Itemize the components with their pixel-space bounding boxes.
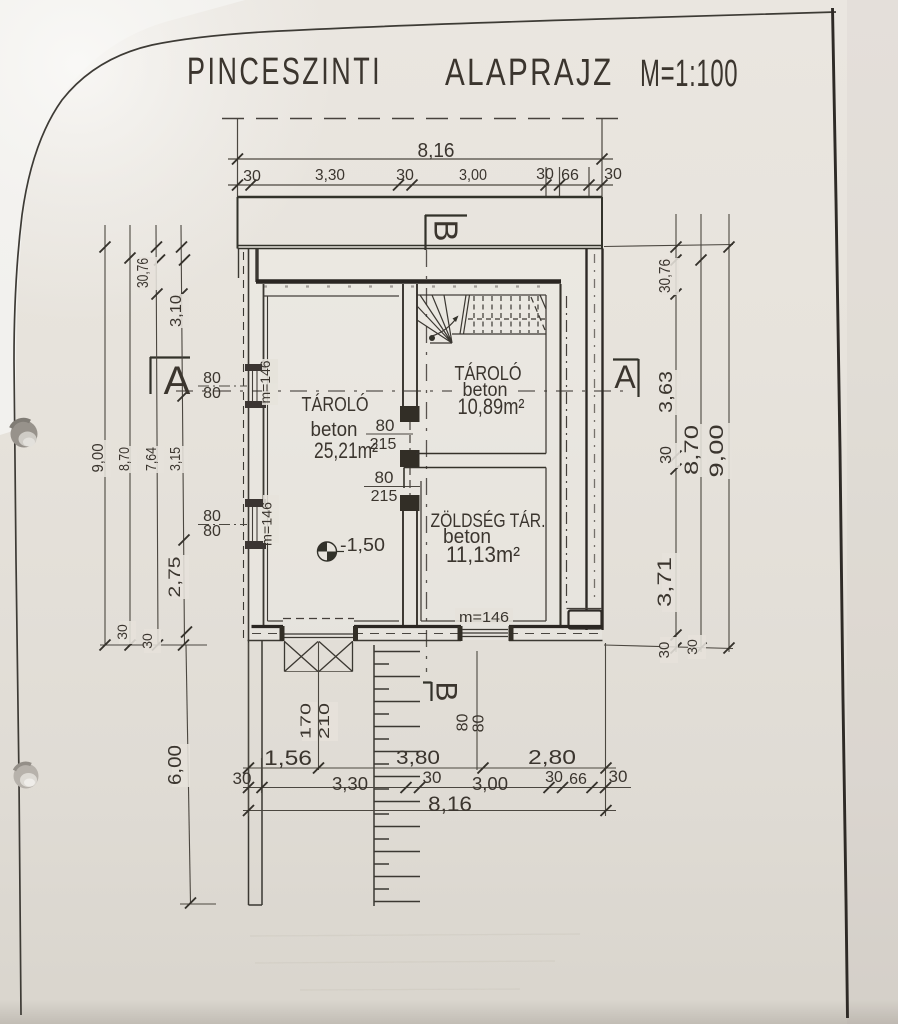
svg-text:80: 80 (471, 715, 488, 733)
svg-text:30: 30 (396, 167, 414, 184)
svg-text:TÁROLÓ: TÁROLÓ (455, 362, 522, 385)
svg-text:M=1:100: M=1:100 (640, 51, 738, 94)
svg-text:215: 215 (371, 488, 398, 505)
svg-text:7,64: 7,64 (143, 447, 160, 471)
svg-text:3,63: 3,63 (656, 371, 676, 413)
svg-text:A: A (614, 359, 636, 395)
svg-text:3,10: 3,10 (168, 295, 185, 327)
svg-text:30: 30 (233, 769, 252, 788)
svg-text:8,70: 8,70 (682, 425, 703, 475)
svg-text:30: 30 (139, 633, 155, 649)
svg-text:30,76: 30,76 (657, 259, 674, 293)
svg-text:30: 30 (656, 642, 673, 659)
svg-text:80: 80 (375, 468, 394, 487)
svg-text:30: 30 (114, 624, 130, 640)
svg-text:8,70: 8,70 (116, 447, 133, 471)
svg-text:m=146: m=146 (459, 609, 509, 626)
svg-text:30: 30 (609, 767, 628, 786)
svg-text:A: A (164, 359, 191, 403)
svg-text:PINCESZINTI: PINCESZINTI (187, 49, 382, 92)
svg-text:30: 30 (545, 769, 563, 786)
svg-text:80: 80 (203, 370, 221, 387)
svg-text:215: 215 (370, 436, 397, 453)
svg-text:3,00: 3,00 (459, 167, 487, 184)
svg-text:30: 30 (243, 168, 261, 185)
svg-text:-1,50: -1,50 (340, 535, 385, 555)
svg-text:30: 30 (658, 446, 675, 464)
svg-text:2,80: 2,80 (528, 747, 576, 769)
svg-text:9,00: 9,00 (707, 425, 728, 478)
svg-text:beton: beton (443, 526, 491, 548)
svg-text:2,75: 2,75 (165, 557, 184, 598)
svg-text:170: 170 (298, 703, 315, 739)
svg-text:80: 80 (455, 714, 472, 732)
svg-text:11,13m²: 11,13m² (446, 542, 520, 567)
svg-text:30,76: 30,76 (135, 258, 152, 288)
svg-text:B: B (428, 219, 465, 241)
svg-text:B: B (430, 681, 463, 701)
svg-text:6,00: 6,00 (165, 745, 185, 785)
svg-text:beton: beton (311, 419, 358, 441)
svg-text:3,80: 3,80 (396, 748, 440, 769)
svg-text:25,21m²: 25,21m² (314, 438, 378, 463)
svg-text:80: 80 (203, 508, 221, 525)
svg-text:8,16: 8,16 (428, 793, 472, 816)
svg-text:9,00: 9,00 (90, 443, 107, 472)
svg-text:30: 30 (536, 166, 554, 183)
svg-text:30: 30 (604, 166, 622, 183)
svg-text:3,30: 3,30 (332, 774, 368, 794)
svg-text:1,56: 1,56 (264, 747, 312, 770)
svg-text:66: 66 (561, 167, 579, 184)
svg-text:ALAPRAJZ: ALAPRAJZ (445, 52, 614, 94)
svg-text:ZÖLDSÉG TÁR.: ZÖLDSÉG TÁR. (431, 511, 546, 532)
svg-text:3,00: 3,00 (472, 774, 508, 794)
svg-text:80: 80 (203, 385, 221, 402)
svg-text:30: 30 (684, 639, 700, 655)
svg-text:30: 30 (423, 768, 442, 787)
svg-text:3,30: 3,30 (315, 167, 345, 184)
svg-text:3,71: 3,71 (655, 557, 676, 607)
svg-text:66: 66 (569, 771, 587, 788)
svg-text:TÁROLÓ: TÁROLÓ (302, 393, 369, 416)
svg-text:80: 80 (376, 416, 395, 435)
svg-text:beton: beton (463, 380, 508, 401)
svg-text:3,15: 3,15 (167, 447, 184, 471)
svg-text:m=146: m=146 (257, 360, 273, 403)
svg-text:m=146: m=146 (259, 502, 275, 546)
svg-text:10,89m²: 10,89m² (458, 394, 525, 419)
svg-text:210: 210 (316, 703, 333, 739)
svg-text:80: 80 (203, 523, 221, 540)
svg-text:8,16: 8,16 (418, 140, 455, 162)
